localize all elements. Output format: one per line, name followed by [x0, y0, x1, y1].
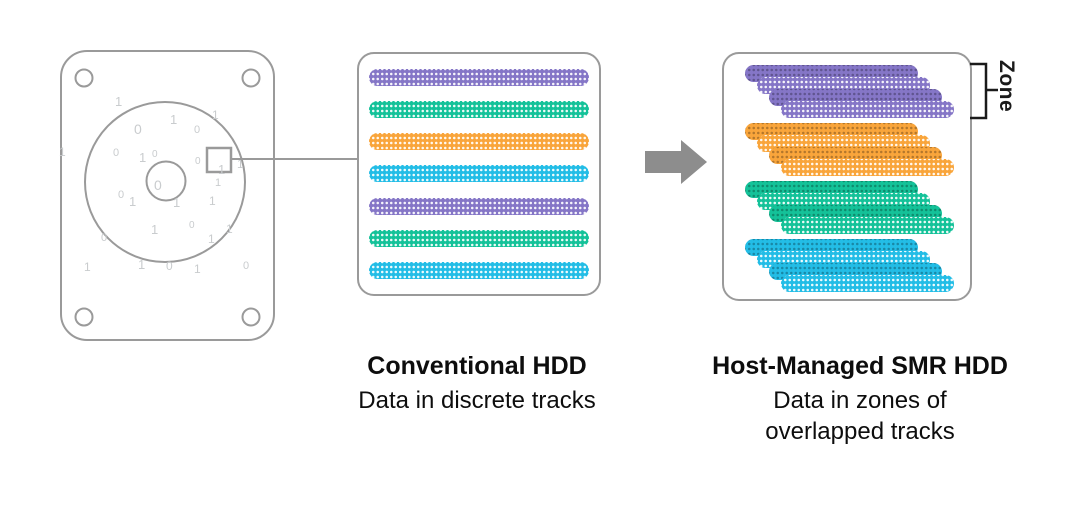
- hdd-drawing: [60, 50, 275, 341]
- magnifier-connector-line: [231, 158, 357, 160]
- conventional-caption: Conventional HDD Data in discrete tracks: [322, 351, 632, 416]
- binary-digit: 1: [212, 108, 219, 122]
- screw-hole-top-left-icon: [74, 68, 94, 88]
- binary-digit: 1: [173, 195, 181, 210]
- binary-digit: 0: [101, 232, 108, 244]
- smr-hdd-box: [722, 52, 972, 301]
- binary-digit: 1: [226, 222, 233, 236]
- binary-digit: 0: [152, 149, 158, 160]
- binary-digit: 1: [208, 232, 215, 246]
- binary-digit: 1: [170, 112, 178, 127]
- discrete-track-orange: [369, 133, 589, 151]
- screw-hole-bottom-right-icon: [241, 307, 261, 327]
- discrete-track-cyan: [369, 261, 589, 279]
- conventional-hdd-box: [357, 52, 601, 296]
- binary-digit: 0: [118, 189, 125, 201]
- smr-caption: Host-Managed SMR HDD Data in zones of ov…: [695, 351, 1025, 447]
- zone-bracket-icon: [970, 62, 998, 120]
- smr-caption-subtitle: Data in zones of overlapped tracks: [695, 385, 1025, 447]
- binary-digit: 1: [115, 94, 123, 109]
- discrete-track-purple: [369, 197, 589, 215]
- binary-digit: 0: [113, 147, 120, 159]
- smr-caption-title: Host-Managed SMR HDD: [712, 352, 1008, 380]
- right-arrow-icon: [645, 140, 707, 184]
- zone-label: Zone: [995, 60, 1018, 113]
- binary-digit: 0: [243, 260, 250, 272]
- binary-digit: 1: [194, 262, 201, 276]
- binary-digit: 0: [154, 177, 162, 193]
- discrete-track-purple: [369, 69, 589, 86]
- smr-caption-subtitle-line2: overlapped tracks: [765, 418, 955, 445]
- binary-digit: 1: [209, 194, 216, 208]
- screw-hole-bottom-left-icon: [74, 307, 94, 327]
- conventional-caption-subtitle: Data in discrete tracks: [358, 387, 596, 414]
- smr-overlapped-track-teal: [781, 217, 954, 234]
- binary-digit: 1: [151, 222, 159, 237]
- conventional-tracks: [359, 54, 599, 294]
- smr-overlapped-track-cyan: [781, 275, 954, 292]
- screw-hole-top-right-icon: [241, 68, 261, 88]
- binary-digit: 1: [129, 194, 137, 209]
- binary-digit: 0: [194, 124, 201, 136]
- binary-digit: 0: [195, 156, 201, 167]
- binary-digit: 0: [134, 121, 142, 137]
- smr-overlapped-track-purple: [781, 101, 954, 118]
- discrete-track-teal: [369, 229, 589, 247]
- conventional-caption-title: Conventional HDD: [367, 352, 587, 380]
- magnified-sector-marker: [205, 146, 233, 174]
- binary-digit: 1: [59, 145, 66, 159]
- smr-caption-subtitle-line1: Data in zones of: [773, 387, 947, 414]
- discrete-track-teal: [369, 101, 589, 119]
- spindle-circle: [145, 160, 187, 202]
- platter-circle: [84, 101, 246, 263]
- binary-digit: 0: [189, 220, 195, 231]
- binary-digit: 0: [166, 259, 173, 273]
- discrete-track-cyan: [369, 165, 589, 183]
- binary-digit: 1: [215, 177, 222, 189]
- binary-digit: 1: [237, 157, 244, 171]
- binary-digit: 1: [218, 162, 226, 177]
- binary-digit: 1: [84, 260, 91, 274]
- hdd-case: [60, 50, 275, 341]
- binary-digit: 1: [138, 257, 146, 272]
- smr-overlapped-track-orange: [781, 159, 954, 176]
- binary-digit: 1: [139, 150, 147, 165]
